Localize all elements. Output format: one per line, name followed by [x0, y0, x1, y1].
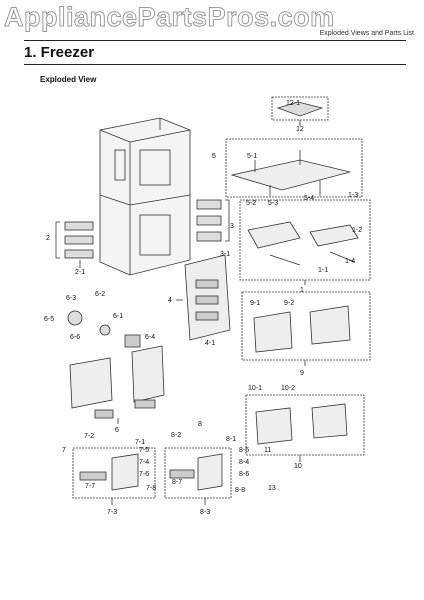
- label-5-3: 5-3: [268, 200, 278, 207]
- label-7-7: 7-7: [85, 483, 95, 490]
- freezer-cabinet: [99, 117, 191, 276]
- label-8-8: 8-8: [235, 487, 245, 494]
- label-7-5: 7-5: [139, 447, 149, 454]
- label-7: 7: [62, 447, 66, 454]
- label-3-1: 3-1: [220, 251, 230, 258]
- label-5-2: 5-2: [246, 200, 256, 207]
- label-7-2: 7-2: [84, 433, 94, 440]
- label-1: 1: [300, 287, 304, 294]
- label-1-4: 1-4: [345, 258, 355, 265]
- part-group-12: [271, 96, 329, 126]
- label-4: 4: [168, 297, 172, 304]
- site-watermark: AppliancePartsPros.com: [4, 2, 335, 33]
- label-8-5: 8-5: [239, 447, 249, 454]
- callout-labels: 12-1 12 5 5-1 5-2 5-3 5-4 1-3 1-2 1-4 1-…: [44, 100, 362, 516]
- label-6-6: 6-6: [70, 334, 80, 341]
- label-8: 8: [198, 421, 202, 428]
- label-1-2: 1-2: [352, 227, 362, 234]
- part-group-3: [196, 199, 230, 242]
- label-8-3: 8-3: [200, 509, 210, 516]
- part-group-5: [225, 138, 363, 198]
- label-7-8: 7-8: [146, 485, 156, 492]
- section-title: 1. Freezer: [24, 44, 95, 61]
- label-2: 2: [46, 235, 50, 242]
- label-1-1: 1-1: [318, 267, 328, 274]
- label-11: 11: [264, 447, 271, 454]
- label-6-4: 6-4: [145, 334, 155, 341]
- label-6: 6: [115, 427, 119, 434]
- part-group-1: [239, 199, 371, 285]
- part-group-9: [241, 291, 371, 366]
- label-7-6: 7-6: [139, 471, 149, 478]
- label-7-4: 7-4: [139, 459, 149, 466]
- title-rule: [24, 64, 406, 65]
- label-12: 12: [296, 126, 304, 133]
- label-5: 5: [212, 153, 216, 160]
- label-5-4: 5-4: [304, 195, 314, 202]
- label-9: 9: [300, 370, 304, 377]
- label-8-4: 8-4: [239, 459, 249, 466]
- label-2-1: 2-1: [75, 269, 85, 276]
- label-3: 3: [230, 223, 234, 230]
- label-7-3: 7-3: [107, 509, 117, 516]
- label-4-1: 4-1: [205, 340, 215, 347]
- part-group-7: [72, 447, 156, 505]
- label-12-1: 12-1: [286, 100, 300, 107]
- label-1-3: 1-3: [348, 192, 358, 199]
- label-8-2: 8-2: [171, 432, 181, 439]
- label-9-1: 9-1: [250, 300, 260, 307]
- part-group-4: [176, 254, 231, 341]
- part-group-10: [245, 394, 365, 462]
- label-8-1: 8-1: [226, 436, 236, 443]
- label-6-1: 6-1: [113, 313, 123, 320]
- label-9-2: 9-2: [284, 300, 294, 307]
- part-group-2: [55, 221, 94, 268]
- label-5-1: 5-1: [247, 153, 257, 160]
- label-7-1: 7-1: [135, 439, 145, 446]
- top-rule: [24, 40, 406, 41]
- label-13: 13: [268, 485, 276, 492]
- label-8-6: 8-6: [239, 471, 249, 478]
- label-10-1: 10-1: [248, 385, 262, 392]
- label-6-5: 6-5: [44, 316, 54, 323]
- label-6-3: 6-3: [66, 295, 76, 302]
- part-group-6: [67, 310, 165, 424]
- exploded-view-subtitle: Exploded View: [40, 75, 97, 84]
- label-10-2: 10-2: [281, 385, 295, 392]
- label-10: 10: [294, 463, 302, 470]
- label-6-2: 6-2: [95, 291, 105, 298]
- label-8-7: 8-7: [172, 479, 182, 486]
- part-group-8: [164, 447, 232, 505]
- header-note: Exploded Views and Parts List: [319, 30, 414, 37]
